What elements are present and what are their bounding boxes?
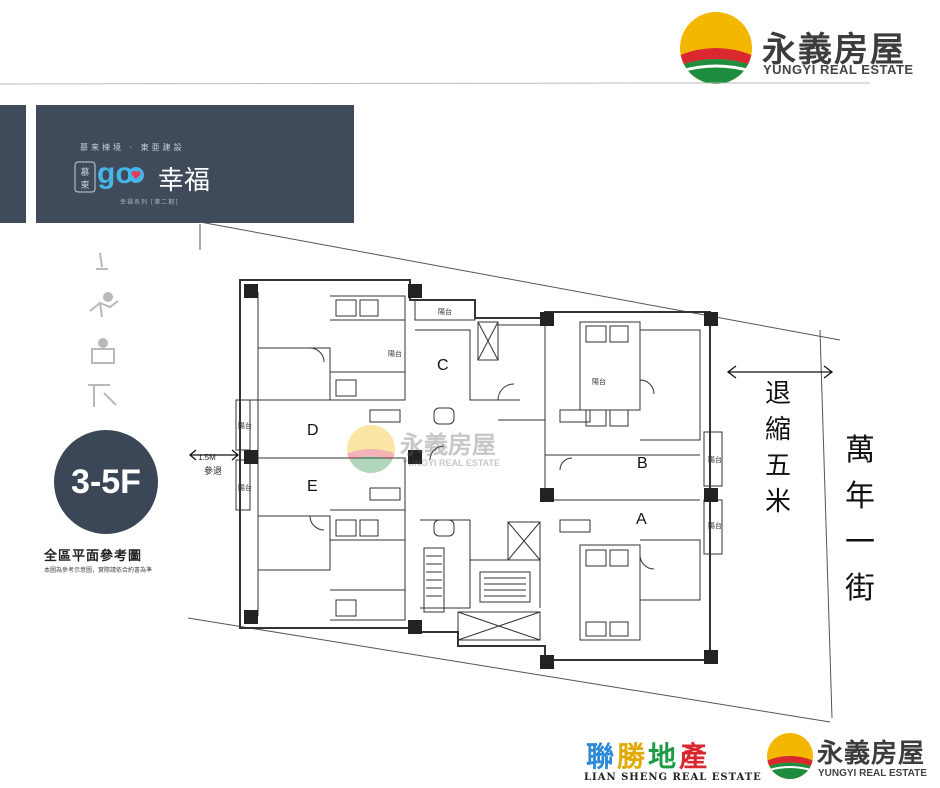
partner-char: 勝: [617, 740, 649, 773]
svg-text:陽台: 陽台: [438, 307, 452, 316]
street-name: 萬 年 一 街: [840, 428, 880, 612]
setback-char: 五: [764, 451, 791, 481]
svg-text:陽台: 陽台: [388, 349, 402, 358]
svg-text:陽台: 陽台: [238, 483, 252, 492]
sun-logo-icon: [767, 733, 813, 779]
unit-b-label: B: [637, 455, 648, 472]
partner-char: 產: [679, 740, 711, 773]
partner-subtitle: LIAN SHENG REAL ESTATE: [584, 772, 762, 783]
street-char: 年: [845, 479, 875, 514]
setback-annotation: 退 縮 五 米: [760, 376, 796, 520]
side-setback-label: 參退: [204, 467, 223, 477]
unit-e-label: E: [307, 478, 318, 495]
watermark-sun-icon: [347, 425, 395, 473]
watermark-brand-subtitle: YUNGYI REAL ESTATE: [402, 458, 501, 468]
brand-name: 永義房屋: [817, 739, 926, 769]
brand-subtitle: YUNGYI REAL ESTATE: [763, 62, 914, 77]
setback-char: 退: [764, 379, 791, 409]
banner-emblem-icon: 慕 東: [74, 161, 96, 193]
side-setback-dimension: 1.5M: [198, 453, 216, 462]
brand-subtitle: YUNGYI REAL ESTATE: [818, 768, 927, 779]
unit-d-label: D: [307, 422, 319, 439]
banner-go-logo: go: [97, 157, 134, 190]
floor-badge: 3-5F: [54, 430, 158, 534]
unit-c-label: C: [437, 357, 449, 374]
partner-brand-name: 聯勝地產: [586, 735, 710, 775]
watermark-brand-name: 永義房屋: [400, 431, 496, 459]
banner-happiness-text: 幸福: [158, 166, 211, 196]
brand-name: 永義房屋: [762, 30, 906, 70]
street-char: 一: [845, 525, 875, 560]
plan-note: 本圖為參考示意圖，實際請依合約書為準: [44, 567, 153, 574]
banner-left-strip: [0, 105, 26, 223]
svg-text:陽台: 陽台: [708, 455, 722, 464]
svg-text:慕: 慕: [80, 166, 89, 178]
partner-char: 地: [648, 740, 680, 773]
project-banner: [36, 105, 354, 223]
partner-char: 聯: [586, 740, 618, 773]
heart-icon: [128, 167, 144, 183]
svg-text:陽台: 陽台: [592, 377, 606, 386]
setback-char: 米: [764, 487, 791, 517]
amenity-icons: [88, 252, 119, 407]
street-char: 萬: [845, 433, 875, 468]
svg-text:陽台: 陽台: [708, 521, 722, 530]
sun-logo-icon: [680, 12, 752, 84]
setback-char: 縮: [764, 415, 791, 445]
plan-caption: 全區平面參考圖: [44, 549, 143, 564]
header-rule: [0, 82, 870, 85]
svg-text:陽台: 陽台: [238, 421, 252, 430]
banner-tagline: 慕来楝境 · 東亜建設: [80, 143, 185, 152]
banner-series-text: 幸福系列 [第二期]: [120, 199, 179, 206]
unit-a-label: A: [636, 511, 647, 528]
street-char: 街: [845, 571, 875, 606]
svg-text:東: 東: [80, 179, 89, 191]
